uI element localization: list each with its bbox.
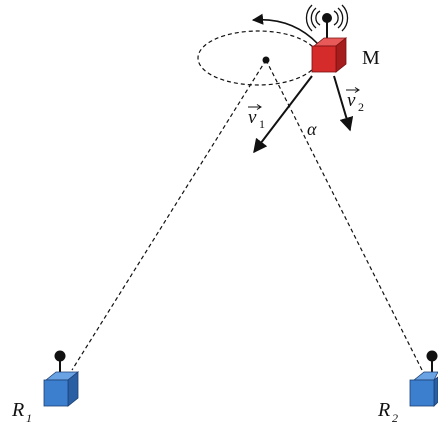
v2-arrow — [333, 75, 354, 132]
rotation-arrow — [251, 13, 319, 45]
label-v1-symbol: v — [248, 107, 257, 128]
label-r1: R 1 — [11, 399, 32, 425]
label-r2-symbol: R — [377, 399, 390, 421]
label-r2: R 2 — [377, 399, 398, 425]
label-v2: v 2 — [346, 87, 364, 114]
label-v2-sub: 2 — [358, 100, 364, 114]
receiver-r2-icon — [409, 350, 438, 407]
dashed-line-r2 — [265, 59, 423, 371]
dashed-line-r1 — [71, 59, 267, 371]
label-r2-sub: 2 — [392, 411, 398, 425]
trajectory-ellipse — [197, 30, 319, 86]
label-v2-symbol: v — [347, 90, 356, 111]
label-m: M — [362, 47, 380, 69]
label-r1-symbol: R — [11, 399, 24, 421]
signal-waves-icon — [305, 4, 349, 32]
label-r1-sub: 1 — [26, 411, 32, 425]
mobile-node-icon — [311, 13, 348, 73]
receiver-r1-icon — [43, 350, 80, 407]
label-v1: v 1 — [248, 104, 265, 131]
label-v1-sub: 1 — [259, 117, 265, 131]
v1-arrow — [253, 75, 313, 154]
label-alpha: α — [307, 119, 317, 139]
